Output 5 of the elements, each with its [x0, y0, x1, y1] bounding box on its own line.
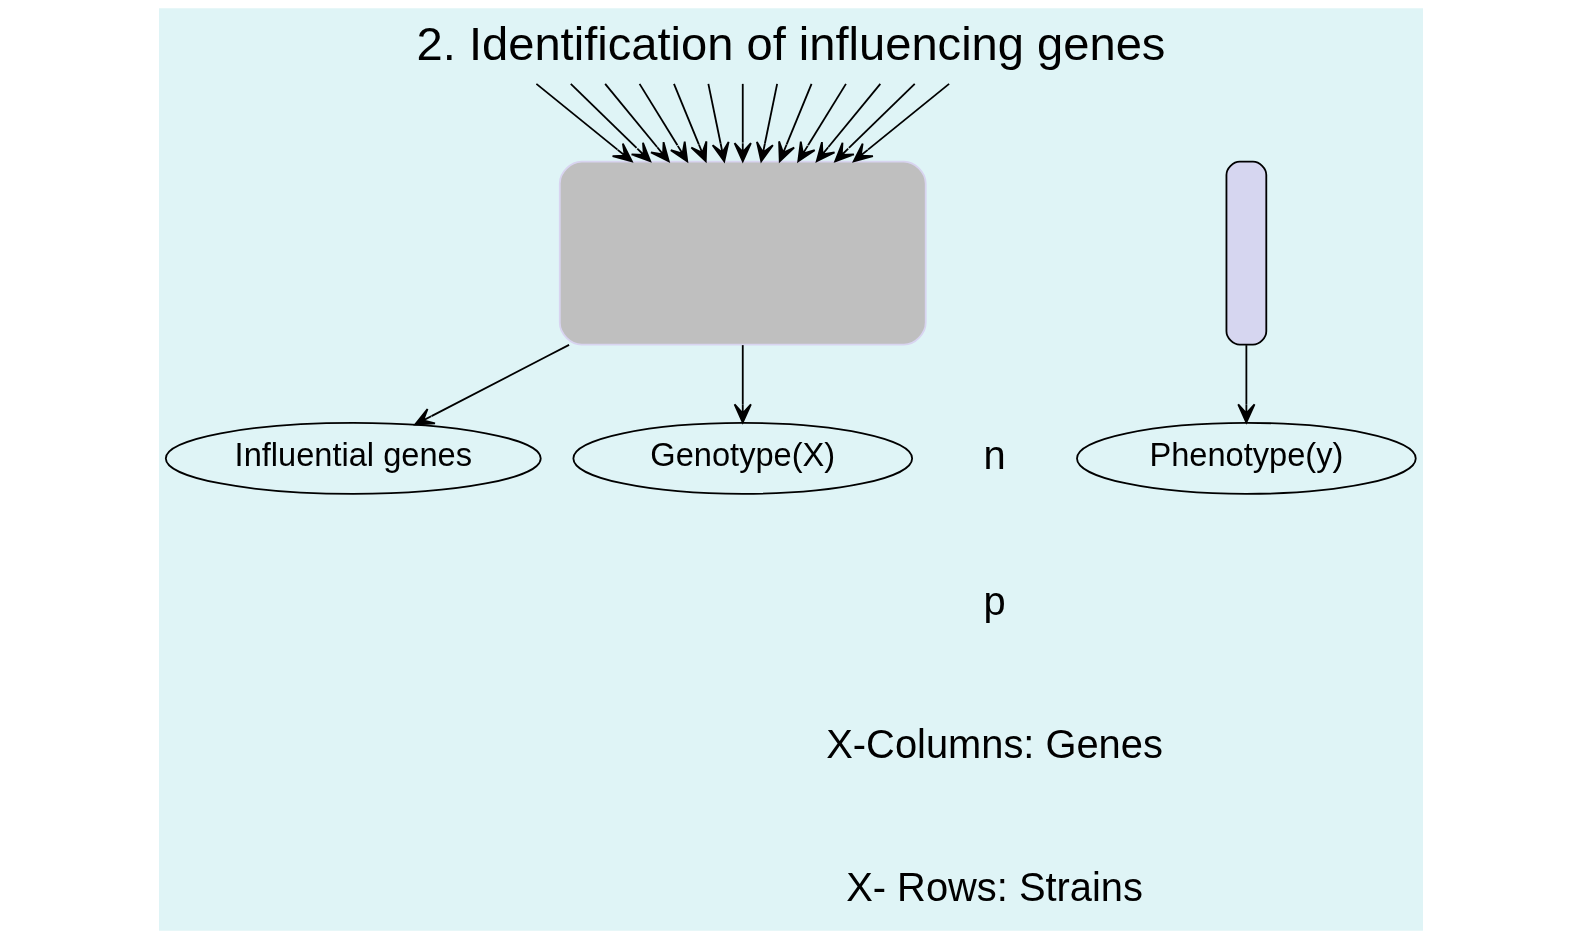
label: X- Rows: Strains	[845, 865, 1143, 910]
label: p	[982, 578, 1006, 623]
label: X-Columns: Genes	[825, 722, 1163, 767]
diagram-title: 2. Identification of influencing genes	[416, 17, 1165, 71]
label: n	[982, 432, 1006, 477]
